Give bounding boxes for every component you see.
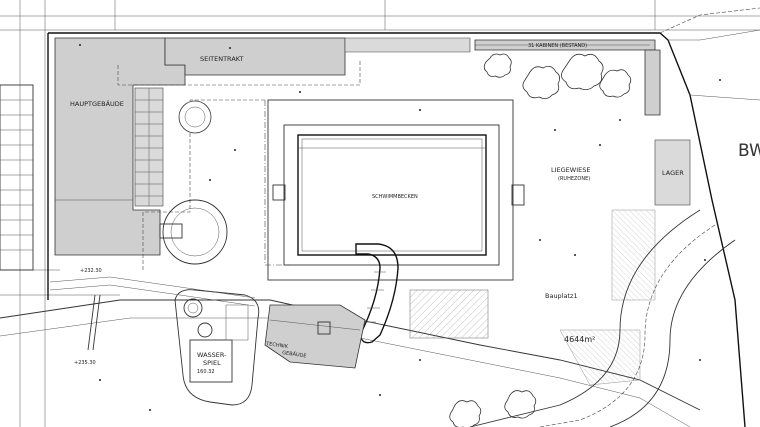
label-lager: LAGER — [662, 169, 684, 177]
access-road — [469, 209, 736, 427]
label-elevation-3: 160.32 — [197, 369, 215, 375]
label-elevation-1: +232.30 — [80, 268, 102, 274]
label-kabinen: 31 KABINEN (BESTAND) — [528, 43, 587, 49]
label-liegewiese: LIEGEWIESE — [551, 166, 590, 174]
lager-building — [654, 139, 691, 206]
label-bauplatz: Bauplatz1 — [545, 292, 578, 300]
label-schwimmbecken: SCHWIMMBECKEN — [372, 194, 418, 200]
seitentrakt-building — [117, 37, 471, 86]
pool-slide — [355, 243, 399, 344]
wasserspiel-area — [174, 289, 260, 406]
label-area: 4644m² — [564, 335, 595, 344]
swimming-pool — [142, 99, 525, 344]
survey-points — [79, 44, 721, 411]
label-hauptgebaeude: HAUPTGEBÄUDE — [70, 99, 124, 108]
left-facade-steps — [0, 84, 34, 271]
label-seitentrakt: SEITENTRAKT — [200, 55, 244, 63]
label-wasserspiel-1: WASSER- — [197, 351, 227, 359]
lower-left-paths — [49, 276, 256, 351]
hatched-areas — [409, 209, 656, 386]
label-elevation-2: +235.30 — [74, 360, 96, 366]
hauptgebaeude-building — [54, 37, 186, 256]
stair-block — [134, 87, 164, 207]
label-technik-1: TECHNIK — [265, 341, 289, 350]
label-wasserspiel-2: SPIEL — [203, 359, 221, 367]
label-technik-2: GEBÄUDE — [282, 349, 307, 359]
trees — [178, 53, 632, 427]
kabinen-block — [474, 39, 661, 116]
label-bw: BW — [738, 141, 760, 161]
label-ruhezone: (RUHEZONE) — [558, 176, 590, 182]
technik-building — [264, 304, 366, 369]
round-tower — [159, 199, 228, 265]
